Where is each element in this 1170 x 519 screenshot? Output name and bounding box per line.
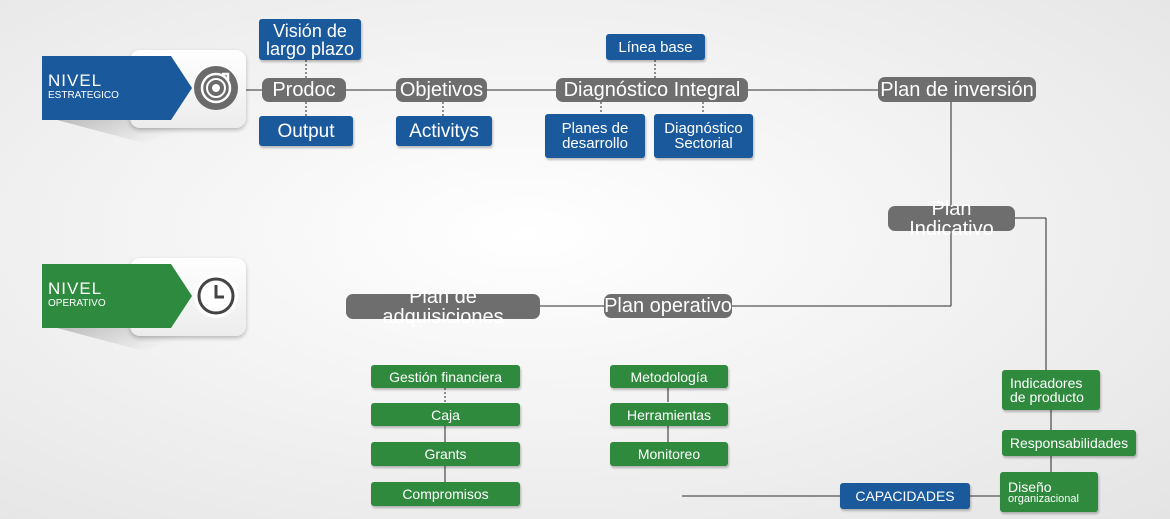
node-capacidades: CAPACIDADES <box>840 483 970 509</box>
level-strategic-sublabel: ESTRATEGICO <box>48 90 119 101</box>
target-cycle-icon <box>194 66 238 110</box>
node-caja: Caja <box>371 403 520 426</box>
node-prodoc: Prodoc <box>262 78 346 102</box>
node-indicadores-producto: Indicadores de producto <box>1002 370 1100 410</box>
diseno-sublabel: organizacional <box>1008 492 1079 505</box>
diseno-label: Diseño <box>1008 478 1052 495</box>
node-herramientas: Herramientas <box>610 403 728 426</box>
node-gestion-financiera: Gestión financiera <box>371 365 520 388</box>
node-plan-operativo: Plan operativo <box>604 294 732 318</box>
node-plan-inversion: Plan de inversión <box>878 77 1036 102</box>
node-metodologia: Metodología <box>610 365 728 388</box>
level-operative-label: NIVEL <box>48 279 103 298</box>
node-diagnostico-integral: Diagnóstico Integral <box>556 78 748 102</box>
node-diseno-organizacional: Diseño organizacional <box>1000 472 1098 512</box>
node-diagnostico-sectorial: Diagnóstico Sectorial <box>654 114 753 158</box>
clock-icon <box>194 274 238 318</box>
level-operative-sublabel: OPERATIVO <box>48 298 106 309</box>
node-linea-base: Línea base <box>606 34 705 60</box>
node-plan-indicativo: Plan Indicativo <box>888 199 1015 239</box>
node-objetivos: Objetivos <box>396 78 487 102</box>
node-monitoreo: Monitoreo <box>610 442 728 466</box>
node-responsabilidades: Responsabilidades <box>1002 430 1136 456</box>
node-planes-desarrollo: Planes de desarrollo <box>545 114 645 158</box>
node-vision-largo-plazo: Visión de largo plazo <box>259 19 361 60</box>
node-output: Output <box>259 116 353 146</box>
node-compromisos: Compromisos <box>371 482 520 506</box>
node-activitys: Activitys <box>396 116 492 146</box>
node-plan-adquisiciones: Plan de adquisiciones <box>346 287 540 327</box>
level-strategic-label: NIVEL <box>48 71 103 90</box>
node-grants: Grants <box>371 442 520 466</box>
